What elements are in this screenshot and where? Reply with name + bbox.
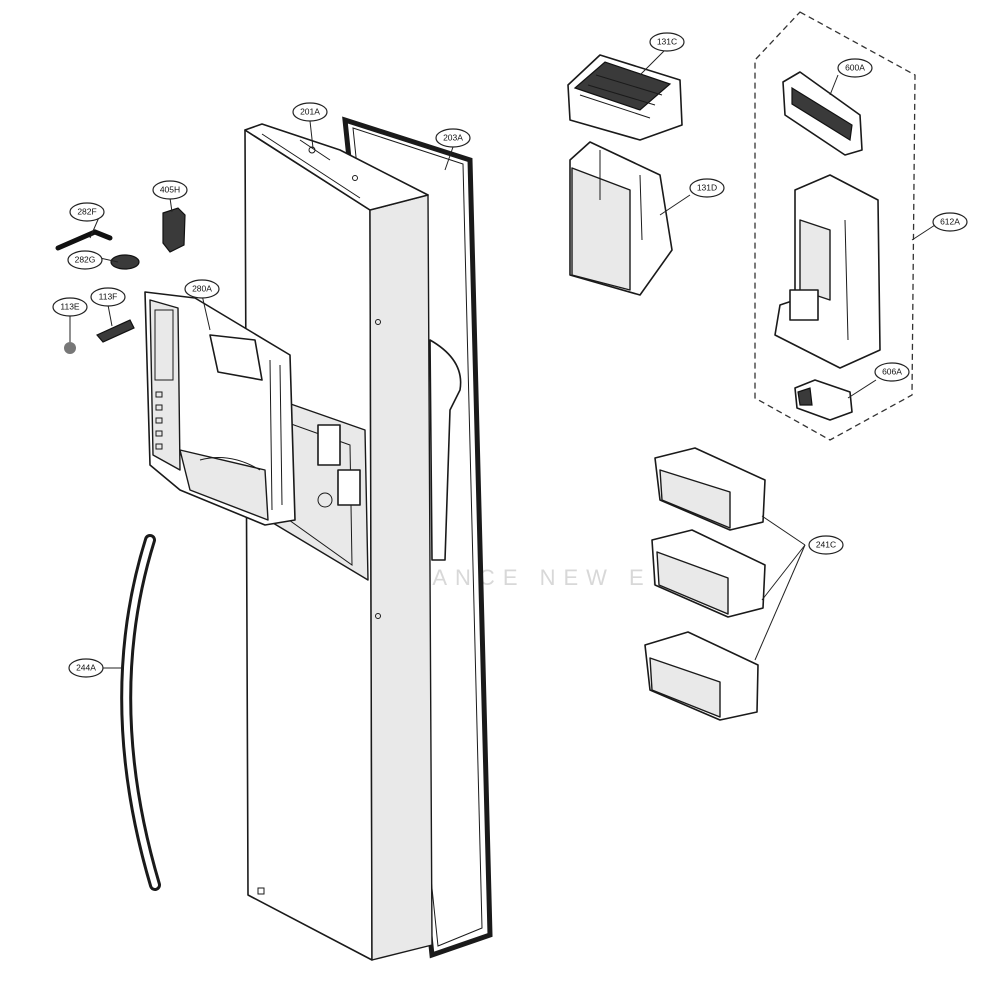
svg-text:241C: 241C — [816, 539, 836, 549]
label-405h[interactable]: 405H — [152, 180, 188, 200]
icemaker-assembly-group — [754, 11, 916, 441]
ice-bin-housing-612a — [774, 174, 881, 369]
label-203a[interactable]: 203A — [435, 128, 471, 148]
svg-text:201A: 201A — [300, 106, 320, 116]
door-bin-2 — [651, 529, 766, 618]
leader-lines — [69, 49, 936, 669]
svg-text:131C: 131C — [657, 36, 677, 46]
svg-text:405H: 405H — [160, 184, 180, 194]
part-113f — [96, 319, 135, 343]
svg-text:203A: 203A — [443, 132, 463, 142]
label-282g[interactable]: 282G — [67, 250, 103, 270]
label-600a[interactable]: 600A — [837, 58, 873, 78]
svg-text:113F: 113F — [99, 291, 118, 301]
svg-text:280A: 280A — [192, 283, 212, 293]
ice-bucket-cover — [567, 54, 683, 141]
label-131d[interactable]: 131D — [689, 178, 725, 198]
part-282f — [55, 229, 113, 251]
label-201a[interactable]: 201A — [292, 102, 328, 122]
svg-text:131D: 131D — [697, 182, 717, 192]
part-113e — [64, 342, 76, 354]
dispenser-housing — [144, 291, 296, 526]
part-405h — [162, 207, 186, 253]
door-bin-3 — [644, 631, 759, 721]
label-241c[interactable]: 241C — [808, 535, 844, 555]
door-bin-1 — [654, 447, 766, 531]
svg-text:282F: 282F — [77, 206, 96, 216]
label-612a[interactable]: 612A — [932, 212, 968, 232]
label-244a[interactable]: 244A — [68, 658, 104, 678]
door-panel — [244, 123, 462, 961]
label-606a[interactable]: 606A — [874, 362, 910, 382]
svg-text:282G: 282G — [75, 254, 96, 264]
svg-text:244A: 244A — [76, 662, 96, 672]
motor-606a — [794, 379, 853, 421]
icemaker-600a — [782, 71, 863, 156]
svg-text:606A: 606A — [882, 366, 902, 376]
label-113e[interactable]: 113E — [52, 297, 88, 317]
label-113f[interactable]: 113F — [90, 287, 126, 307]
label-280a[interactable]: 280A — [184, 279, 220, 299]
ice-bucket — [569, 141, 673, 296]
svg-text:113E: 113E — [60, 301, 80, 311]
svg-text:600A: 600A — [845, 62, 865, 72]
door-handle — [120, 534, 161, 891]
part-282g — [110, 254, 140, 270]
label-131c[interactable]: 131C — [649, 32, 685, 52]
svg-text:612A: 612A — [940, 216, 960, 226]
label-282f[interactable]: 282F — [69, 202, 105, 222]
